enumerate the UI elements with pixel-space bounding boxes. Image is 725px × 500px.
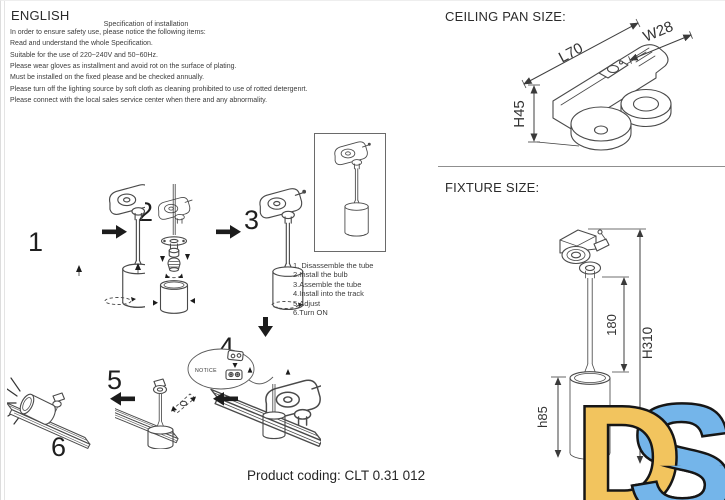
notice-bubble: NOTICE xyxy=(187,348,274,390)
step2-exploded-drawing xyxy=(153,184,195,314)
instruction-item: 4.Install into the track xyxy=(293,289,364,299)
finished-fixture-frame xyxy=(314,133,386,252)
step1-pendant-drawing xyxy=(76,184,145,309)
rotate-adjust-icon xyxy=(171,393,196,414)
svg-text:W28: W28 xyxy=(641,18,676,46)
step5-adjust-drawing xyxy=(115,378,196,449)
step4-install-drawing: NOTICE xyxy=(187,317,321,449)
step3-pendant-drawing xyxy=(259,188,307,311)
safety-line: Suitable for the use of 220~240V and 50~… xyxy=(10,51,158,59)
language-heading: ENGLISH xyxy=(11,8,70,23)
logo-letter-s: S xyxy=(629,373,725,500)
arrow-right-icon xyxy=(102,225,127,239)
svg-text:180: 180 xyxy=(604,314,619,336)
rotate-hint-icon xyxy=(271,301,299,309)
instruction-item: 6.Turn ON xyxy=(293,308,328,318)
rotate-hint-icon xyxy=(104,297,132,305)
safety-line: In order to ensure safety use, please no… xyxy=(10,29,206,36)
scan-edge-line xyxy=(4,1,5,500)
bulb xyxy=(167,257,181,270)
dimension-h310: H310 xyxy=(588,228,655,464)
dimension-180: 180 xyxy=(602,276,629,373)
safety-line: Must be installed on the fixed please an… xyxy=(10,74,205,82)
product-coding: Product coding: CLT 0.31 012 xyxy=(247,468,426,483)
step-number-3: 3 xyxy=(244,205,260,235)
section-divider xyxy=(438,166,725,167)
dimension-h45: H45 xyxy=(511,84,580,147)
svg-text:H45: H45 xyxy=(511,100,528,128)
safety-line: Please connect with the local sales serv… xyxy=(10,97,268,105)
safety-line: Read and understand the whole Specificat… xyxy=(10,40,153,48)
lamp-cylinder xyxy=(19,393,56,425)
step-number-6: 6 xyxy=(51,432,67,462)
fixture-size-heading: FIXTURE SIZE: xyxy=(445,180,540,195)
ceiling-pan-drawing: L70 W28 H45 xyxy=(511,18,693,151)
clip-detail xyxy=(225,349,244,381)
instruction-list: 1. Disassemble the tube 2.Install the bu… xyxy=(293,261,373,317)
step-number-1: 1 xyxy=(28,227,44,257)
step6-light-on-drawing xyxy=(7,377,93,449)
svg-text:L70: L70 xyxy=(556,40,586,67)
safety-line: Please turn off the lighting source by s… xyxy=(10,85,308,93)
instruction-item: 3.Assemble the tube xyxy=(293,279,362,289)
notice-label: NOTICE xyxy=(195,368,217,374)
instruction-item: 5.Adjust xyxy=(293,298,321,308)
logo-letter-d: D xyxy=(573,376,683,500)
arrow-left-icon xyxy=(213,392,238,406)
svg-text:h85: h85 xyxy=(535,406,550,428)
pendant-under-track xyxy=(247,367,321,440)
arrow-down-icon xyxy=(258,317,273,337)
instruction-item: 2.Install the bulb xyxy=(293,270,348,280)
safety-notes: In order to ensure safety use, please no… xyxy=(10,27,308,106)
arrow-left-icon xyxy=(110,392,135,406)
spec-title: Specification of installation xyxy=(103,19,189,28)
instruction-item: 1. Disassemble the tube xyxy=(293,261,374,270)
fixture-size-drawing: 180 H310 h85 xyxy=(535,228,655,464)
dimension-h85: h85 xyxy=(535,376,566,458)
ceiling-pan-heading: CEILING PAN SIZE: xyxy=(445,9,566,24)
finished-fixture-drawing xyxy=(334,141,371,237)
svg-text:H310: H310 xyxy=(640,327,655,359)
safety-line: Please wear gloves as installment and av… xyxy=(10,63,237,71)
arrow-right-icon xyxy=(216,225,241,239)
step-number-5: 5 xyxy=(107,365,123,395)
pendant-fixture-isometric xyxy=(559,229,611,460)
